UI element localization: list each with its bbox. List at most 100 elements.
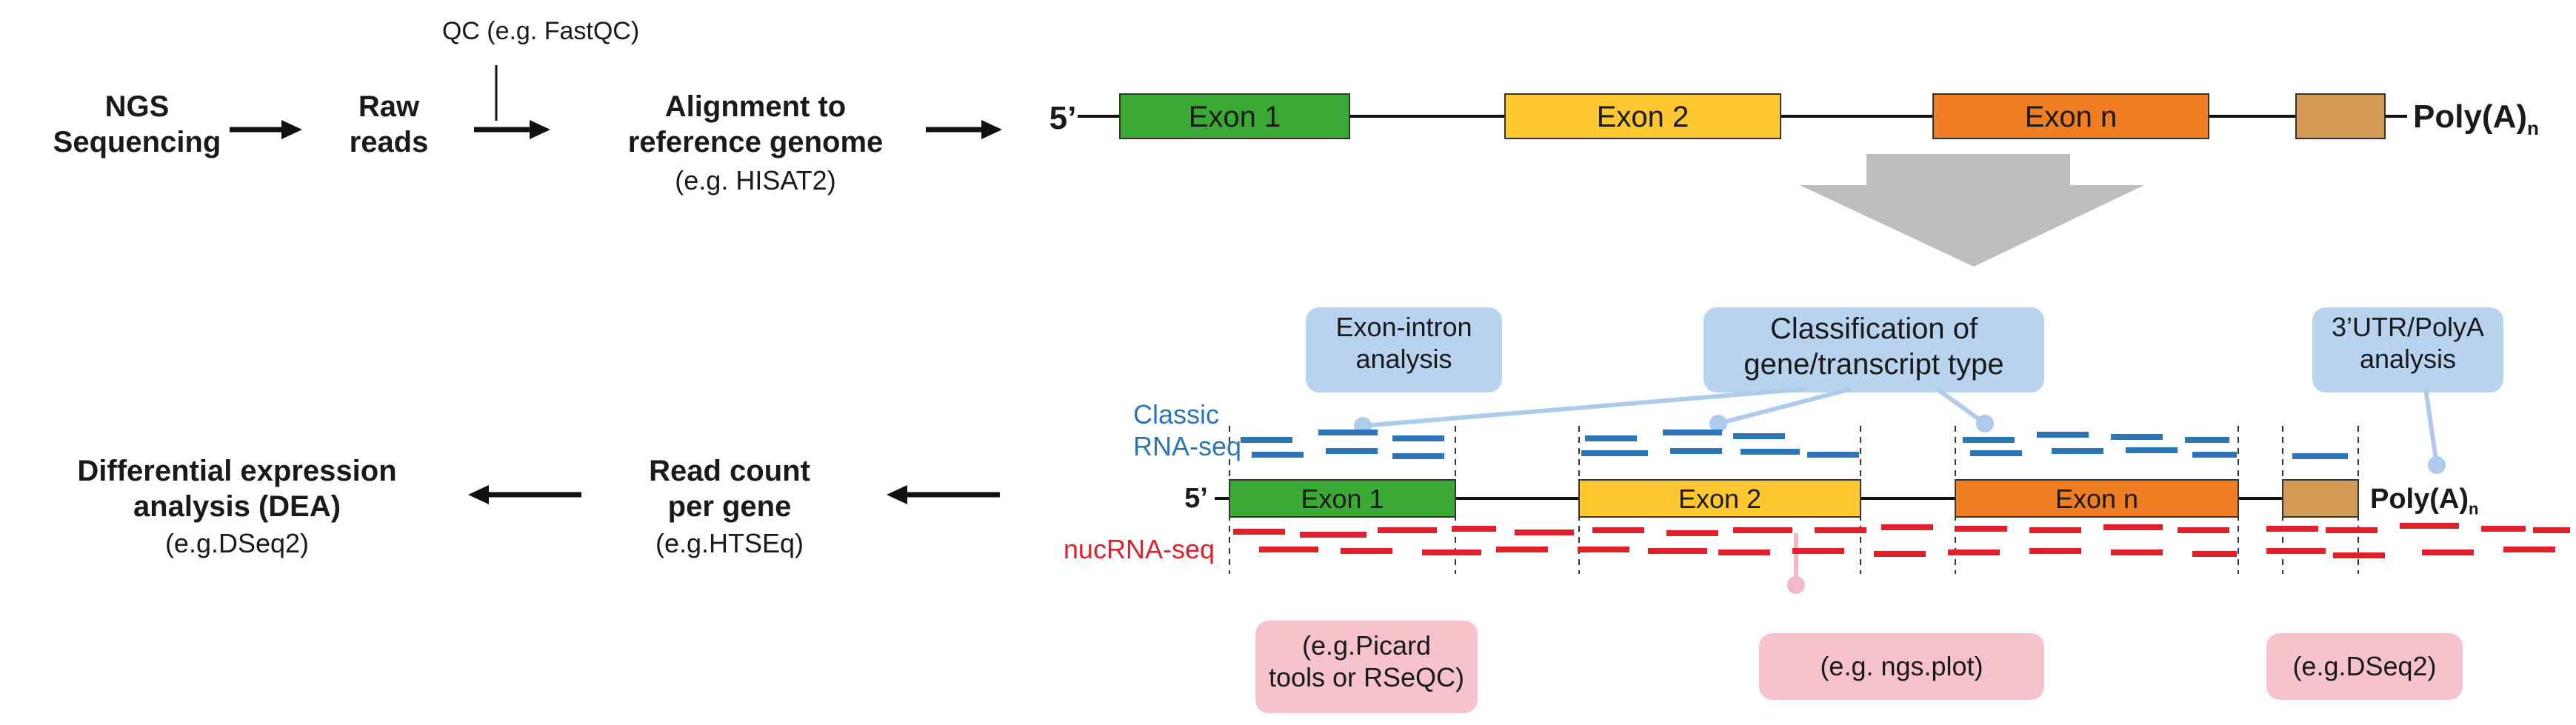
nuc-read bbox=[2029, 548, 2081, 554]
exon-n-bottom bbox=[1955, 479, 2239, 518]
nuc-read bbox=[1378, 527, 1437, 533]
nuc-read bbox=[2103, 524, 2163, 530]
exon-boundaries bbox=[1229, 426, 2359, 574]
big-down-arrow bbox=[1800, 154, 2144, 267]
align-line1: Alignment to bbox=[664, 90, 847, 123]
classic-read bbox=[2052, 448, 2103, 454]
nuc-read bbox=[1452, 526, 1496, 532]
dea-line1: Differential expression bbox=[77, 455, 397, 487]
callout-exon-intron-line1: Exon-intron bbox=[1335, 312, 1472, 342]
exon-2-top-label: Exon 2 bbox=[1596, 101, 1689, 133]
classic-read bbox=[1663, 430, 1722, 435]
nuc-read bbox=[1955, 526, 2007, 532]
connector-dot-exon2 bbox=[1709, 415, 1727, 432]
classic-read bbox=[1318, 430, 1378, 435]
count-line2: per gene bbox=[667, 490, 792, 523]
ngs-line1: NGS bbox=[104, 90, 170, 123]
callout-exon-intron: Exon-intron analysis bbox=[1306, 311, 1502, 375]
callout-picard-line1: (e.g.Picard bbox=[1301, 630, 1432, 661]
nuc-read bbox=[2533, 527, 2570, 533]
nuc-read bbox=[2192, 551, 2237, 557]
nuc-read bbox=[1578, 547, 1629, 552]
dea-step: Differential expression analysis (DEA) bbox=[15, 453, 459, 524]
exon-1-bottom bbox=[1229, 479, 1456, 518]
exon-2-top bbox=[1504, 93, 1781, 139]
nuc-read bbox=[1948, 549, 2000, 555]
classic-read bbox=[2037, 432, 2089, 438]
callout-ngsplot: (e.g. ngs.plot) bbox=[1820, 651, 1983, 681]
classic-line1: Classic bbox=[1133, 399, 1220, 430]
classic-read bbox=[1241, 437, 1292, 443]
classic-read bbox=[2292, 453, 2348, 459]
classic-read bbox=[2185, 437, 2229, 443]
exon-2-bottom bbox=[1578, 479, 1861, 518]
callout-utr-line1: 3’UTR/PolyA bbox=[2331, 312, 2485, 342]
classic-read bbox=[1581, 450, 1648, 456]
callout-classification-line2: gene/transcript type bbox=[1744, 348, 2004, 381]
classic-rnaseq-label: Classic RNA-seq bbox=[1133, 398, 1241, 462]
nuc-read bbox=[2266, 548, 2326, 554]
callout-classification: Classification of gene/transcript type bbox=[1704, 311, 2044, 382]
callout-classification-line1: Classification of bbox=[1769, 313, 1978, 345]
exon-2-bottom-label: Exon 2 bbox=[1678, 484, 1762, 514]
nucrnaseq-label: nucRNA-seq bbox=[1063, 534, 1215, 564]
classic-read bbox=[1392, 453, 1444, 459]
nuc-read bbox=[2266, 526, 2318, 532]
pipeline-arrows-bottom bbox=[468, 485, 1000, 504]
gene-top bbox=[1078, 93, 2407, 139]
exon-n-top-label: Exon n bbox=[2024, 101, 2118, 133]
connector-dot-exonn bbox=[1976, 415, 1994, 432]
callout-dseq-box bbox=[2266, 633, 2463, 700]
classic-read bbox=[1963, 437, 2015, 443]
classic-read bbox=[1807, 452, 1859, 458]
nuc-read bbox=[1874, 551, 1926, 557]
nuc-read bbox=[1300, 532, 1367, 538]
nuc-read bbox=[1233, 529, 1285, 535]
raw-line1: Raw bbox=[358, 90, 420, 123]
nuc-read bbox=[1259, 547, 1318, 552]
nuc-read bbox=[2400, 523, 2459, 529]
exon-1-top-label: Exon 1 bbox=[1188, 101, 1281, 133]
utr-bottom bbox=[2282, 479, 2359, 518]
nuc-read bbox=[2178, 527, 2229, 533]
classic-read bbox=[1970, 450, 2022, 456]
read-count-step: Read count per gene bbox=[607, 453, 852, 524]
exon-n-bottom-label: Exon n bbox=[2055, 484, 2139, 514]
callout-ngsplot-box bbox=[1759, 633, 2044, 700]
exon-n-top bbox=[1932, 93, 2209, 139]
classic-read bbox=[2126, 447, 2178, 453]
count-line1: Read count bbox=[649, 455, 810, 487]
nuc-reads bbox=[1233, 523, 2570, 558]
gene-bottom bbox=[1215, 479, 2359, 518]
polya-top-sub: n bbox=[2527, 116, 2539, 139]
callout-exon-intron-box bbox=[1306, 307, 1502, 392]
nuc-read bbox=[2326, 527, 2378, 533]
callout-picard-line2: tools or RSeQC) bbox=[1268, 662, 1465, 693]
raw-reads-step: Raw reads bbox=[348, 89, 430, 160]
callout-utr-box bbox=[2312, 307, 2503, 392]
ngs-step: NGS Sequencing bbox=[52, 89, 222, 160]
nuc-read bbox=[1815, 527, 1866, 533]
callout-classification-box bbox=[1704, 307, 2044, 392]
raw-line2: reads bbox=[349, 126, 429, 158]
ngs-line2: Sequencing bbox=[53, 126, 221, 158]
nuc-read bbox=[1592, 527, 1644, 533]
callout-dseq: (e.g.DSeq2) bbox=[2292, 651, 2437, 681]
nuc-read bbox=[1515, 529, 1574, 535]
connector-dot-nuc bbox=[1787, 576, 1805, 594]
nuc-read bbox=[1733, 527, 1792, 533]
utr-top bbox=[2295, 93, 2386, 139]
classic-read bbox=[1733, 433, 1785, 439]
nuc-read bbox=[2503, 547, 2555, 552]
callout-picard-box bbox=[1255, 621, 1478, 713]
polya-bottom-sub: n bbox=[2469, 499, 2479, 518]
callout-utr: 3’UTR/PolyA analysis bbox=[2312, 311, 2503, 375]
nuc-read bbox=[1792, 548, 1844, 554]
nuc-read bbox=[1666, 530, 1718, 536]
qc-label: QC (e.g. FastQC) bbox=[441, 17, 640, 45]
read-count-tool: (e.g.HTSEq) bbox=[655, 528, 804, 558]
align-line2: reference genome bbox=[627, 126, 884, 158]
callout-utr-line2: analysis bbox=[2359, 344, 2457, 375]
nuc-read bbox=[2481, 526, 2526, 532]
exon-1-bottom-label: Exon 1 bbox=[1301, 484, 1384, 514]
